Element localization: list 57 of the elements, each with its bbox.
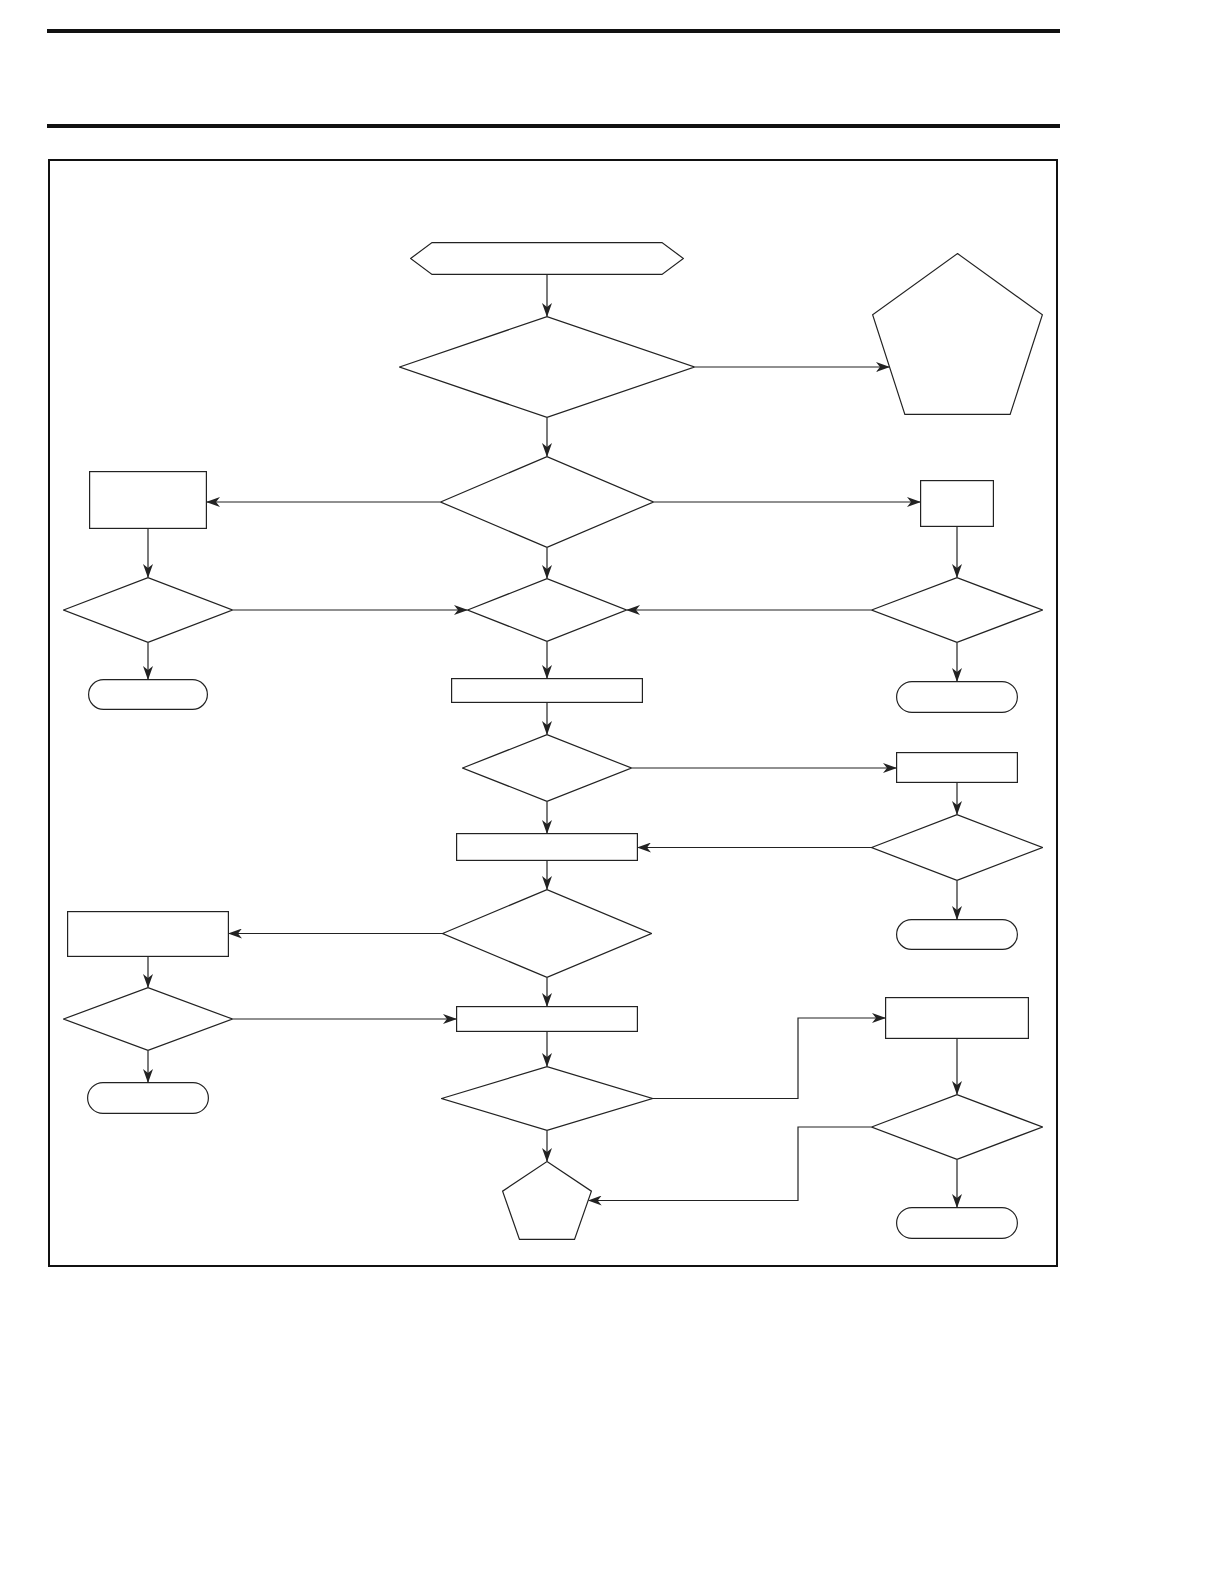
- terminal-shape: [896, 1207, 1018, 1239]
- pentagon-shape: [502, 1161, 592, 1240]
- pentagon-shape: [872, 253, 1043, 415]
- decision-diamond: [871, 577, 1043, 643]
- process-box: [89, 471, 207, 529]
- process-box: [456, 1006, 638, 1032]
- arrow: [952, 1038, 962, 1095]
- terminal-shape: [87, 1082, 209, 1114]
- decision-diamond: [462, 734, 632, 802]
- arrow: [952, 642, 962, 682]
- terminal-shape: [896, 681, 1018, 713]
- arrow: [542, 702, 552, 735]
- arrow: [631, 763, 897, 773]
- decision-diamond: [63, 577, 233, 643]
- arrow: [952, 1159, 962, 1208]
- process-box: [451, 678, 643, 703]
- arrow: [952, 880, 962, 920]
- arrow: [542, 417, 552, 457]
- arrow: [232, 605, 468, 615]
- decision-diamond: [442, 889, 652, 978]
- arrow: [637, 842, 872, 853]
- arrow: [626, 605, 872, 615]
- decision-diamond: [467, 578, 627, 642]
- arrow: [653, 497, 921, 507]
- decision-diamond: [441, 1066, 653, 1131]
- arrow: [143, 956, 153, 988]
- terminal-shape: [88, 679, 208, 710]
- arrow: [232, 1014, 457, 1024]
- arrow: [694, 362, 890, 372]
- arrow: [652, 1013, 886, 1100]
- process-box: [885, 997, 1029, 1039]
- process-box: [456, 833, 638, 861]
- decision-diamond: [399, 316, 695, 418]
- arrow: [143, 642, 153, 680]
- arrow: [542, 641, 552, 679]
- arrow: [542, 801, 552, 834]
- arrow: [542, 860, 552, 890]
- arrow: [542, 1031, 552, 1067]
- terminal-shape: [896, 919, 1018, 950]
- arrow: [542, 274, 552, 317]
- arrow: [952, 782, 962, 815]
- process-box: [920, 480, 994, 527]
- decision-diamond: [63, 987, 233, 1051]
- decision-diamond: [871, 1094, 1043, 1160]
- arrow: [542, 1130, 552, 1162]
- decision-diamond: [440, 456, 654, 548]
- arrow: [143, 528, 153, 578]
- arrow: [542, 977, 552, 1007]
- arrow: [228, 928, 443, 939]
- arrow: [206, 497, 441, 507]
- arrow: [542, 547, 552, 579]
- arrow: [952, 526, 962, 578]
- decision-diamond: [871, 814, 1043, 881]
- process-box: [896, 752, 1018, 783]
- arrow: [143, 1050, 153, 1083]
- hexagon-shape: [410, 242, 684, 275]
- process-box: [67, 911, 229, 957]
